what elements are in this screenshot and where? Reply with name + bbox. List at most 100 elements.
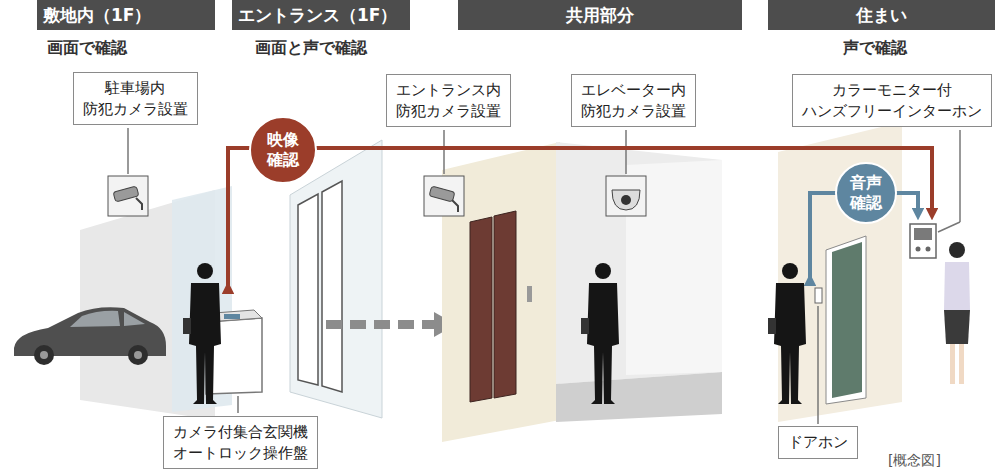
leader-line [443,130,445,174]
home-entrance [778,122,936,422]
flow-arrow [326,312,456,337]
home-door [832,242,862,398]
node-text: エントランス内 防犯カメラ設置 [396,80,501,121]
panel-keypad [224,314,240,319]
dome-camera-icon [606,176,646,216]
elevator-wall [556,142,722,384]
elevator-door [470,217,492,402]
monitor-screen [914,228,932,240]
header-text: 住まい [856,4,907,27]
node-text: ドアホン [788,432,848,452]
camera-icon [108,176,148,216]
elevator-door [494,211,516,398]
section-subtitle: 画面と声で確認 [255,38,367,59]
person-figure [183,263,221,404]
dash [422,320,434,329]
person-bag [768,318,776,334]
person-head [782,263,798,279]
section-header: 敷地内（1F） [37,0,215,30]
person-head [595,263,611,279]
node-text: カラーモニター付 ハンズフリーインターホン [802,80,982,121]
elevator-floor [556,372,722,422]
dome [612,190,640,210]
node-text: 音声 確認 [850,173,882,213]
person-bag [183,318,191,334]
camera-body [113,186,139,202]
header-text: エントランス（1F） [238,4,397,27]
section-header: 共用部分 [458,0,742,30]
person-skirt [944,310,970,344]
woman-figure [944,242,970,384]
section-subtitle: 声で確認 [843,38,907,59]
car-wheel [128,345,148,365]
car-wheel [34,345,54,365]
entrance-doors [290,140,382,418]
person-head [197,263,213,279]
note-label: [概念図] [888,452,941,470]
node-text: 映像 確認 [267,130,299,170]
node-text: 駐車場内 防犯カメラ設置 [83,78,188,119]
person-figure [581,263,619,404]
node-text: エレベーター内 防犯カメラ設置 [581,80,686,121]
video-check-line [228,148,932,288]
callout-box: カラーモニター付 ハンズフリーインターホン [792,74,992,127]
camera-mount [452,200,458,212]
entrance-glass [290,140,382,418]
dash [398,320,414,329]
door-frame [826,236,866,404]
leader-lines [128,128,960,424]
elevator-car [556,142,722,422]
callout-box: 駐車場内 防犯カメラ設置 [73,72,198,125]
section-header: 住まい [768,0,995,30]
leader-line [938,222,960,232]
camera-frame [606,176,646,216]
monitor-button [926,247,931,252]
check-circle: 音声 確認 [835,162,897,224]
person-top [944,262,970,310]
car-window [70,311,120,327]
car [14,307,166,365]
monitor-button [916,247,921,252]
callout-box: カメラ付集合玄関機 オートロック操作盤 [163,416,318,469]
section-subtitle: 画面で確認 [47,38,127,59]
car-window [124,312,145,326]
leader-line [127,128,129,174]
car-hub [134,351,142,359]
header-text: 敷地内（1F） [43,4,151,27]
person-head [949,242,965,258]
camera-mount [136,198,142,210]
person-figure [768,263,806,404]
leader-line [237,396,239,413]
car-hub [40,351,48,359]
camera-frame [108,176,148,216]
person-body [587,283,619,404]
leader-line [959,130,961,222]
camera-body [429,186,455,202]
person-body [774,283,806,404]
dome-lens [621,195,631,205]
leader-line [625,130,627,174]
parking-area [80,186,232,420]
doorphone-unit [815,288,822,303]
person-leg [959,344,964,384]
node-text: カメラ付集合玄関機 オートロック操作盤 [173,422,308,463]
elevator-button [527,286,532,302]
camera-frame [424,176,464,216]
section-header: エントランス（1F） [232,0,410,30]
callout-box: エントランス内 防犯カメラ設置 [386,74,511,127]
camera-icon [424,176,464,216]
monitor-unit [910,224,936,258]
dash [326,320,342,329]
check-circle: 映像 確認 [249,116,317,184]
person-bag [581,318,589,334]
dash [350,320,366,329]
header-text: 共用部分 [566,4,634,27]
callout-box: ドアホン [778,426,858,459]
dash [374,320,390,329]
person-body [189,283,221,404]
person-leg [950,344,955,384]
entrance-door-leaf [322,181,342,392]
callout-box: エレベーター内 防犯カメラ設置 [571,74,696,127]
